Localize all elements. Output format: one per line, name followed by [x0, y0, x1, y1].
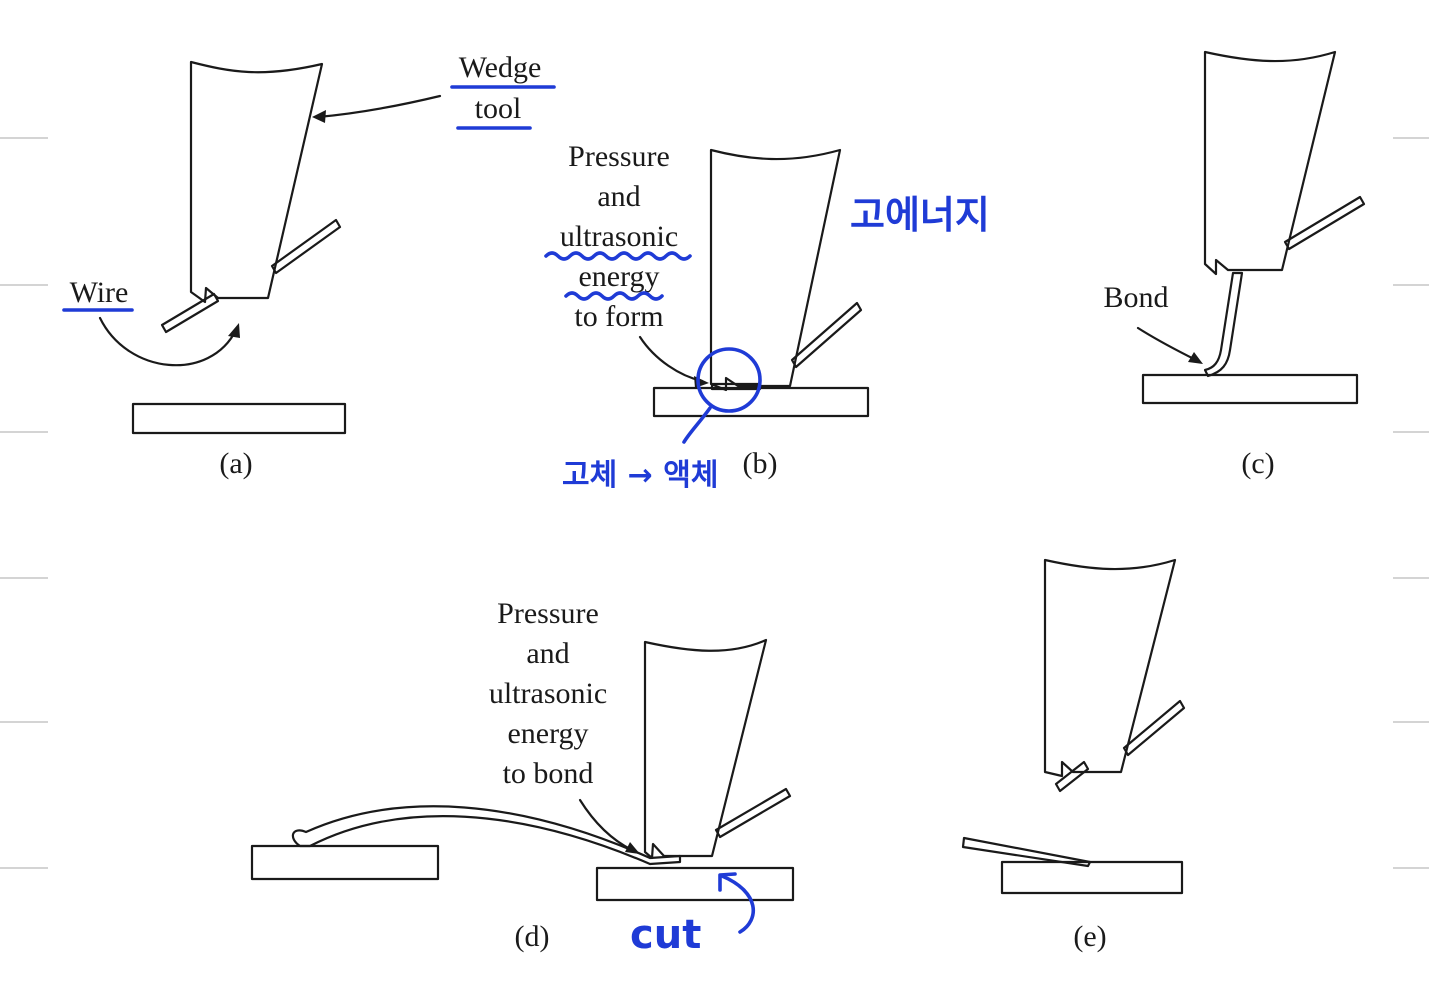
handwritten-notes: 고에너지 고체 → 액체 cut: [62, 85, 990, 958]
form-text-line-5: to form: [574, 300, 663, 333]
bond-zone-leader: [682, 406, 712, 444]
panel-d: Pressure and ultrasonic energy to bond (…: [250, 597, 795, 953]
wire-end-a: [160, 292, 220, 334]
bond-text-line-5: to bond: [503, 757, 594, 790]
cut-arrow: [720, 874, 756, 934]
cut-arrowhead: [718, 872, 737, 892]
substrate-c: [1141, 373, 1359, 405]
wire-b: [790, 301, 863, 369]
form-pointer-arrow: [638, 335, 704, 383]
wedge-tool-c: [1203, 50, 1337, 276]
panel-e: (e): [961, 558, 1186, 953]
wire-e: [1122, 699, 1186, 757]
bond-text-line-2: and: [526, 637, 569, 670]
feed-arrowhead-a: [228, 323, 240, 338]
panel-a: Wedge tool Wire (a): [70, 51, 542, 480]
wedge-tool-e: [1043, 558, 1177, 778]
panel-b: Pressure and ultrasonic energy to form (…: [560, 140, 870, 480]
form-text-line-4: energy: [578, 260, 659, 293]
caption-b: (b): [743, 447, 778, 480]
bond-pointer-arrow-d: [578, 798, 634, 852]
form-text-line-2: and: [597, 180, 640, 213]
wedge-tool-b: [709, 148, 842, 392]
wire-label: Wire: [70, 276, 129, 309]
caption-e: (e): [1073, 920, 1106, 953]
form-pointer-arrowhead: [694, 376, 709, 388]
caption-d: (d): [515, 920, 550, 953]
wedge-tool-d: [643, 638, 768, 860]
ultrasonic-wavy-underline: [544, 251, 692, 261]
bond-wire-loop-d: [291, 805, 682, 866]
solid-to-liquid-note: 고체 → 액체: [562, 458, 718, 493]
tool-label: tool: [475, 92, 522, 125]
bond-text-line-1: Pressure: [497, 597, 599, 630]
bond-pointer-arrowhead: [1188, 352, 1203, 364]
feed-arrow-a: [98, 316, 238, 367]
energy-wavy-underline: [564, 291, 664, 301]
bond-pointer-arrow: [1136, 326, 1198, 362]
caption-a: (a): [219, 447, 252, 480]
form-text-line-3: ultrasonic: [560, 220, 678, 253]
bond-zone-circle: [696, 347, 762, 413]
cut-wire-e: [961, 836, 1092, 868]
substrate-b: [652, 386, 870, 418]
wedge-pointer-arrow: [316, 94, 442, 119]
caption-c: (c): [1241, 447, 1274, 480]
high-energy-note: 고에너지: [850, 193, 990, 237]
margin-ticks: [0, 137, 1429, 869]
wedge-tool-a: [189, 60, 324, 304]
substrate-d-right: [595, 866, 795, 902]
substrate-e: [1000, 860, 1184, 895]
wire-c: [1283, 195, 1366, 251]
bonded-wire-c: [1203, 271, 1244, 378]
bond-text-line-3: ultrasonic: [489, 677, 607, 710]
substrate-d-left: [250, 844, 440, 881]
form-text-line-1: Pressure: [568, 140, 670, 173]
bond-pointer-arrowhead-d: [625, 842, 640, 854]
bond-text-line-4: energy: [507, 717, 588, 750]
cut-note: cut: [630, 912, 701, 958]
wire-end-e: [1054, 760, 1090, 793]
panel-c: Bond (c): [1103, 50, 1366, 480]
wedge-label: Wedge: [459, 51, 542, 84]
bond-label: Bond: [1103, 281, 1168, 314]
wire-a: [270, 218, 342, 275]
substrate-a: [131, 402, 347, 435]
wire-d: [714, 787, 792, 839]
wedge-pointer-arrowhead: [312, 110, 326, 123]
